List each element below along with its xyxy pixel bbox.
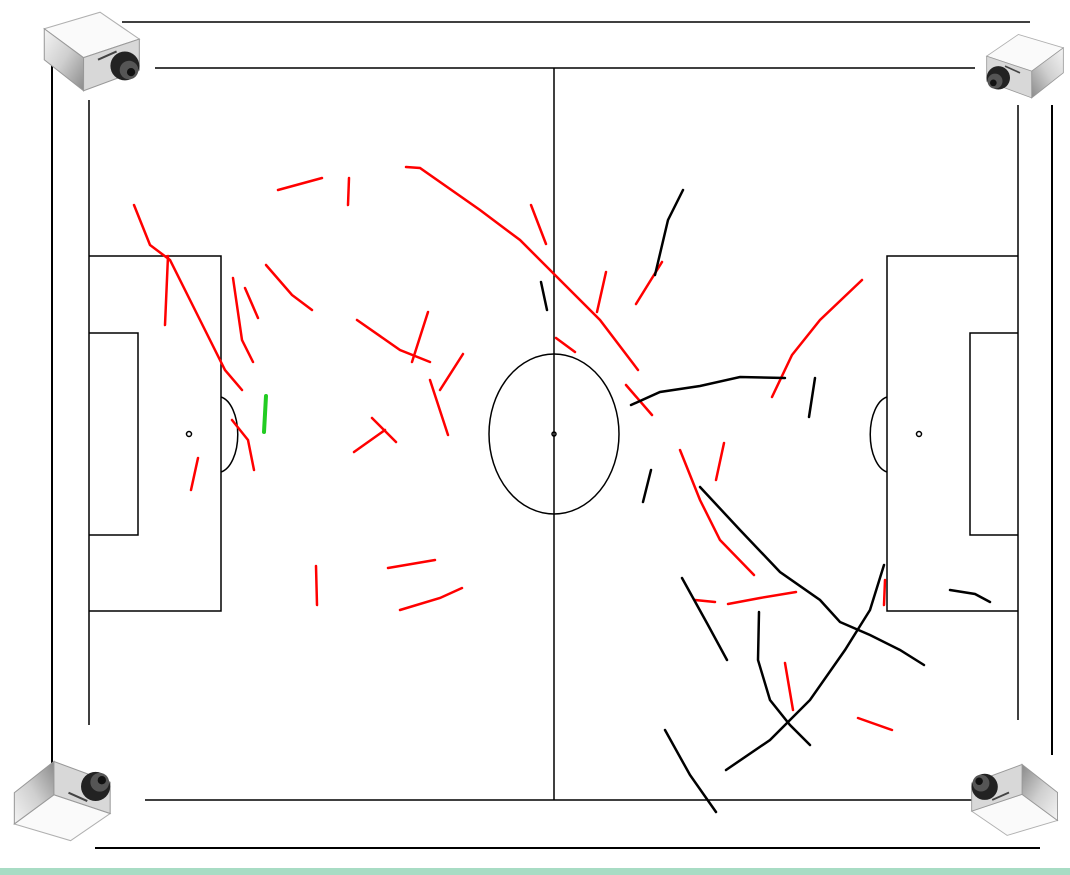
camera-icon (14, 761, 110, 840)
black-track (809, 378, 815, 417)
red-track (412, 312, 428, 362)
red-track (636, 262, 662, 304)
red-track (191, 458, 198, 490)
camera-top-left (44, 12, 139, 91)
camera-top-right (987, 35, 1064, 98)
camera-bottom-left (14, 761, 110, 840)
red-track (858, 718, 892, 730)
bottom-strip (0, 868, 1070, 875)
red-track (134, 205, 242, 390)
penalty-spot-left (187, 432, 192, 437)
red-track (785, 663, 793, 710)
penalty-area-left (89, 256, 221, 611)
field-markings (52, 22, 1052, 848)
black-track (655, 190, 683, 275)
black-track (682, 578, 727, 660)
camera-bottom-right (972, 764, 1058, 835)
goal-area-left (89, 333, 138, 535)
black-track (950, 590, 990, 602)
green-trajectory (264, 396, 266, 432)
red-track (884, 580, 885, 605)
red-track (278, 178, 322, 190)
goal-area-right (970, 333, 1018, 535)
camera-icon (44, 12, 139, 91)
red-track (440, 354, 463, 390)
ball-track (264, 396, 266, 432)
red-track (626, 385, 652, 415)
red-track (316, 566, 317, 605)
penalty-arc-right (870, 397, 887, 472)
red-track (233, 278, 253, 362)
black-track (541, 282, 547, 310)
black-track (700, 487, 924, 665)
red-track (597, 272, 606, 312)
red-track (354, 430, 385, 452)
red-track (680, 450, 754, 575)
red-track (728, 592, 796, 604)
red-track (531, 205, 546, 244)
red-track (430, 380, 448, 435)
red-track (716, 443, 724, 480)
red-track (232, 420, 254, 470)
penalty-spot-right (917, 432, 922, 437)
red-track (388, 560, 435, 568)
red-trajectories (134, 167, 892, 730)
penalty-arc-left (221, 397, 238, 472)
black-track (643, 470, 651, 502)
red-track (266, 265, 312, 310)
red-track (556, 338, 575, 352)
camera-icon (987, 35, 1064, 98)
red-track (406, 167, 638, 370)
red-track (165, 256, 168, 325)
red-track (348, 178, 349, 205)
red-track (695, 600, 715, 602)
red-track (772, 280, 862, 397)
red-track (245, 288, 258, 318)
camera-icon (972, 764, 1058, 835)
black-track (631, 377, 785, 405)
black-trajectories (541, 190, 990, 812)
red-track (400, 588, 462, 610)
penalty-area-right (887, 256, 1018, 611)
